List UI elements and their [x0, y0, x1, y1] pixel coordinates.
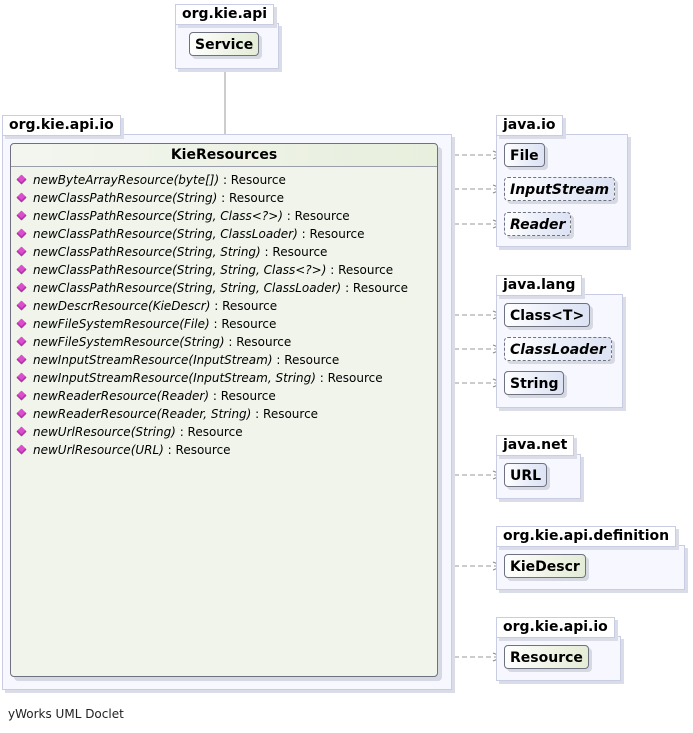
method-signature: newClassPathResource(String, String, Cla… — [33, 263, 327, 277]
package-org-kie-api: org.kie.api — [175, 4, 279, 69]
method-icon — [16, 426, 27, 437]
class-title: KieResources — [11, 144, 437, 167]
method-signature: newClassPathResource(String, String, Cla… — [33, 281, 342, 295]
method-item: newReaderResource(Reader) : Resource — [11, 387, 437, 405]
method-signature: newClassPathResource(String, Class<?>) — [33, 209, 283, 223]
method-icon — [16, 318, 27, 329]
class-class[interactable]: Class<T> — [504, 303, 591, 327]
package-name: org.kie.api.definition — [496, 526, 677, 547]
class-string[interactable]: String — [504, 371, 565, 395]
method-icon — [16, 336, 27, 347]
method-item: newUrlResource(String) : Resource — [11, 423, 437, 441]
package-name: org.kie.api.io — [2, 115, 121, 136]
method-return-type: : Resource — [251, 407, 319, 421]
interface-classloader[interactable]: ClassLoader — [504, 337, 612, 361]
method-item: newClassPathResource(String, String, Cla… — [11, 261, 437, 279]
method-return-type: : Resource — [175, 425, 243, 439]
method-return-type: : Resource — [282, 209, 350, 223]
method-return-type: : Resource — [209, 317, 277, 331]
method-return-type: : Resource — [217, 191, 284, 205]
method-icon — [16, 228, 27, 239]
method-return-type: : Resource — [272, 353, 340, 367]
method-signature: newInputStreamResource(InputStream, Stri… — [33, 371, 316, 385]
method-item: newByteArrayResource(byte[]) : Resource — [11, 171, 437, 189]
method-signature: newClassPathResource(String, ClassLoader… — [33, 227, 298, 241]
method-return-type: : Resource — [260, 245, 328, 259]
class-kieresources[interactable]: KieResources newByteArrayResource(byte[]… — [10, 143, 438, 677]
method-signature: newUrlResource(String) — [33, 425, 176, 439]
method-signature: newReaderResource(Reader) — [33, 389, 210, 403]
method-return-type: : Resource — [326, 263, 394, 277]
method-signature: newReaderResource(Reader, String) — [33, 407, 252, 421]
package-name: org.kie.api.io — [496, 617, 615, 638]
method-icon — [16, 264, 27, 275]
class-kiedescr[interactable]: KieDescr — [504, 554, 586, 578]
package-name: org.kie.api — [175, 4, 275, 25]
method-return-type: : Resource — [209, 389, 276, 403]
method-signature: newFileSystemResource(File) — [33, 317, 210, 331]
class-resource[interactable]: Resource — [504, 645, 589, 669]
method-icon — [16, 192, 27, 203]
method-icon — [16, 174, 27, 185]
method-item: newClassPathResource(String, ClassLoader… — [11, 225, 437, 243]
method-icon — [16, 408, 27, 419]
method-item: newDescrResource(KieDescr) : Resource — [11, 297, 437, 315]
package-name: java.io — [496, 115, 563, 136]
method-item: newUrlResource(URL) : Resource — [11, 441, 437, 459]
method-return-type: : Resource — [315, 371, 383, 385]
method-item: newInputStreamResource(InputStream, Stri… — [11, 369, 437, 387]
method-item: newClassPathResource(String, String, Cla… — [11, 279, 437, 297]
method-return-type: : Resource — [224, 335, 292, 349]
method-signature: newDescrResource(KieDescr) — [33, 299, 211, 313]
method-item: newInputStreamResource(InputStream) : Re… — [11, 351, 437, 369]
method-item: newFileSystemResource(String) : Resource — [11, 333, 437, 351]
method-item: newFileSystemResource(File) : Resource — [11, 315, 437, 333]
class-service[interactable]: Service — [189, 32, 260, 56]
class-url[interactable]: URL — [504, 463, 548, 487]
package-org-kie-api-definition: org.kie.api.definition — [496, 526, 685, 590]
method-icon — [16, 300, 27, 311]
method-item: newClassPathResource(String, Class<?>) :… — [11, 207, 437, 225]
method-signature: newClassPathResource(String, String) — [33, 245, 261, 259]
method-return-type: : Resource — [297, 227, 365, 241]
method-icon — [16, 246, 27, 257]
method-signature: newByteArrayResource(byte[]) — [33, 173, 220, 187]
method-signature: newClassPathResource(String) — [33, 191, 218, 205]
class-file[interactable]: File — [504, 143, 545, 167]
package-name: java.net — [496, 435, 575, 456]
method-icon — [16, 444, 27, 455]
method-return-type: : Resource — [341, 281, 408, 295]
method-item: newClassPathResource(String) : Resource — [11, 189, 437, 207]
method-item: newReaderResource(Reader, String) : Reso… — [11, 405, 437, 423]
method-icon — [16, 390, 27, 401]
interface-reader[interactable]: Reader — [504, 212, 572, 236]
interface-inputstream[interactable]: InputStream — [504, 177, 616, 201]
method-icon — [16, 282, 27, 293]
method-return-type: : Resource — [210, 299, 278, 313]
method-return-type: : Resource — [219, 173, 286, 187]
method-item: newClassPathResource(String, String) : R… — [11, 243, 437, 261]
method-signature: newUrlResource(URL) — [33, 443, 164, 457]
method-icon — [16, 372, 27, 383]
footer-credit: yWorks UML Doclet — [8, 707, 124, 721]
method-signature: newInputStreamResource(InputStream) — [33, 353, 273, 367]
method-return-type: : Resource — [163, 443, 231, 457]
package-name: java.lang — [496, 275, 583, 296]
method-icon — [16, 210, 27, 221]
method-signature: newFileSystemResource(String) — [33, 335, 225, 349]
method-icon — [16, 354, 27, 365]
